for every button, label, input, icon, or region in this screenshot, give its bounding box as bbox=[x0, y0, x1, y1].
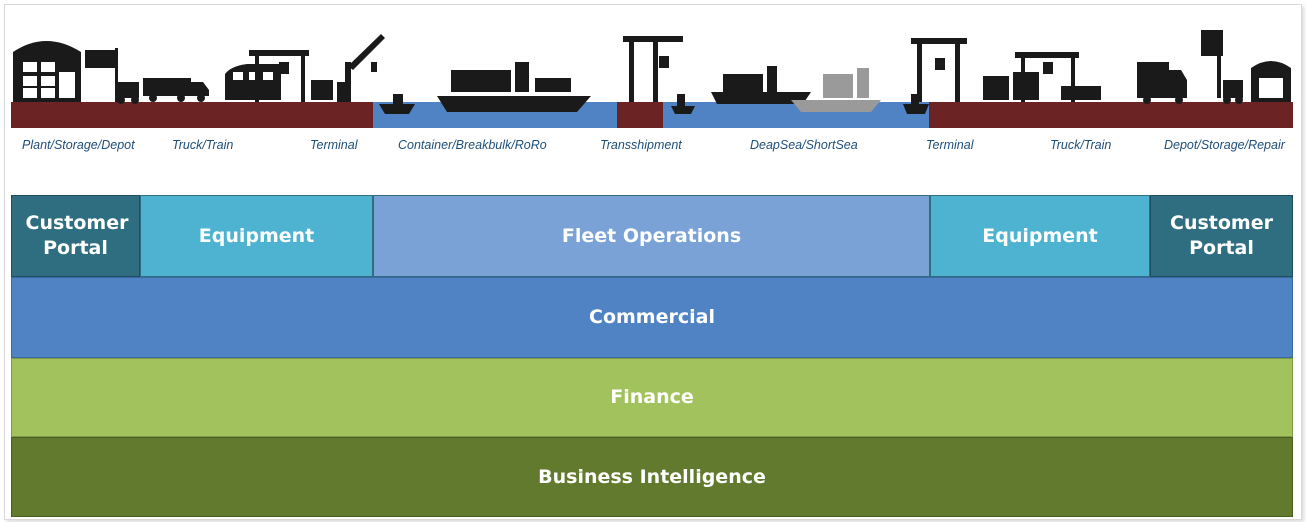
land-band-transshipment bbox=[617, 102, 663, 128]
finance-label: Finance bbox=[610, 386, 694, 409]
gantry-crane-icon bbox=[1015, 52, 1101, 102]
caption-terminal-left: Terminal bbox=[310, 138, 358, 152]
port-crane-icon bbox=[337, 34, 385, 102]
gantry-crane-icon bbox=[911, 38, 967, 102]
equipment-left-label: Equipment bbox=[198, 224, 315, 247]
finance-block: Finance bbox=[11, 358, 1293, 437]
fleet-operations-block: Fleet Operations bbox=[373, 195, 930, 277]
caption-truck-train-right: Truck/Train bbox=[1050, 138, 1112, 152]
water-band-right bbox=[663, 102, 929, 128]
land-band-right bbox=[929, 102, 1293, 128]
caption-depot-storage-repair: Depot/Storage/Repair bbox=[1164, 138, 1285, 152]
transshipment-crane-icon bbox=[623, 36, 695, 114]
gantry-crane-icon bbox=[249, 50, 333, 102]
train-icon bbox=[225, 64, 281, 100]
caption-container-breakbulk-roro: Container/Breakbulk/RoRo bbox=[398, 138, 547, 152]
truck-icon bbox=[143, 78, 209, 102]
deepsea-ship-icon bbox=[711, 66, 811, 104]
forklift-icon bbox=[85, 48, 139, 104]
equipment-right-label: Equipment bbox=[982, 224, 1098, 247]
reach-stacker-icon bbox=[1201, 30, 1243, 104]
commercial-label: Commercial bbox=[589, 306, 715, 329]
business-intelligence-block: Business Intelligence bbox=[11, 437, 1293, 517]
tugboat-icon bbox=[903, 94, 929, 114]
container-ship-icon bbox=[437, 62, 591, 112]
tugboat-icon bbox=[379, 94, 415, 114]
customer-portal-left-block: Customer Portal bbox=[11, 195, 140, 277]
equipment-right-block: Equipment bbox=[930, 195, 1150, 277]
fleet-operations-label: Fleet Operations bbox=[561, 224, 742, 247]
customer-portal-right-label: Customer Portal bbox=[1170, 212, 1273, 259]
warehouse-icon bbox=[1251, 61, 1291, 102]
caption-truck-train-left: Truck/Train bbox=[172, 138, 234, 152]
caption-plant-storage-depot: Plant/Storage/Depot bbox=[22, 138, 135, 152]
customer-portal-left-label: Customer Portal bbox=[25, 212, 129, 259]
shortsea-ship-icon bbox=[791, 68, 881, 112]
caption-transshipment: Transshipment bbox=[600, 138, 682, 152]
logistics-chain-illustration bbox=[11, 30, 1293, 128]
land-band-left bbox=[11, 102, 373, 128]
commercial-block: Commercial bbox=[11, 277, 1293, 358]
truck-icon bbox=[1137, 62, 1187, 104]
caption-terminal-right: Terminal bbox=[926, 138, 974, 152]
equipment-left-block: Equipment bbox=[140, 195, 373, 277]
caption-deapsea-shortsea: DeapSea/ShortSea bbox=[750, 138, 858, 152]
container-stack-icon bbox=[983, 72, 1039, 100]
business-intelligence-label: Business Intelligence bbox=[538, 465, 766, 488]
warehouse-icon bbox=[13, 41, 81, 102]
customer-portal-right-block: Customer Portal bbox=[1150, 195, 1293, 277]
